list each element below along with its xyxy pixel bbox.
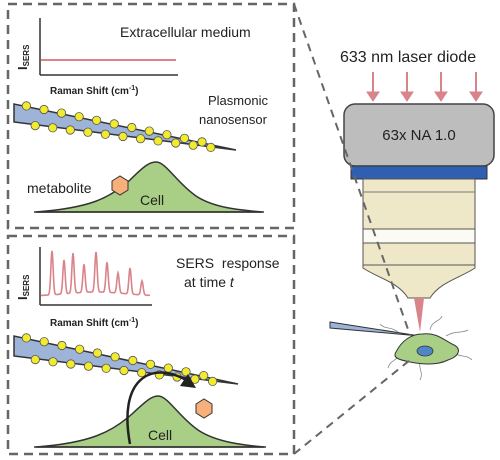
top-nanoparticle	[179, 133, 190, 143]
top-nanoparticle	[21, 101, 32, 111]
bottom-metabolite-hexagon	[195, 398, 213, 419]
top-nanoparticle	[30, 121, 40, 131]
at-time-label: at time t	[184, 274, 235, 290]
bottom-nanoparticle	[199, 370, 209, 381]
top-nanoparticle	[136, 134, 146, 144]
objective-label: 63x NA 1.0	[382, 127, 455, 144]
bottom-nanoparticle	[66, 359, 76, 369]
top-cell	[35, 161, 263, 213]
bottom-nanoparticle	[128, 355, 138, 366]
sample-nanosensor	[329, 321, 421, 337]
bottom-nanoparticle	[145, 359, 156, 369]
bottom-spectrum-axes	[39, 247, 152, 306]
bottom-nanoparticle	[163, 363, 173, 373]
top-nanoparticle	[48, 123, 58, 133]
bottom-nanoparticle	[101, 363, 111, 373]
zoom-line-bottom	[293, 359, 411, 455]
nanosensor-label: nanosensor	[199, 112, 268, 127]
top-nanoparticle	[92, 115, 102, 125]
metabolite-release-arrow	[126, 371, 187, 445]
laser-focus-beam	[414, 298, 424, 332]
bottom-nanoparticle	[39, 337, 49, 347]
top-nanoparticle	[39, 104, 49, 115]
top-x-axis-label: Raman Shift (cm-1)	[50, 85, 138, 97]
bottom-nanoparticle	[83, 361, 94, 371]
bottom-nanoparticle	[30, 354, 40, 365]
bottom-nanoparticle	[57, 340, 67, 351]
bottom-nanoparticle	[137, 368, 147, 378]
sers-response-label: SERS response	[176, 255, 280, 271]
top-nanoparticle	[83, 127, 93, 137]
bottom-nanoparticle	[21, 333, 32, 343]
top-nanoparticle	[162, 130, 172, 140]
metabolite-label: metabolite	[27, 180, 92, 196]
bottom-panel-frame	[6, 234, 296, 456]
bottom-nanoparticle	[119, 365, 129, 376]
top-nanoparticle	[206, 142, 216, 152]
top-metabolite-hexagon	[111, 175, 129, 196]
top-nanoparticle	[171, 138, 181, 148]
top-nanoparticle	[153, 136, 163, 146]
objective-barrel-upper	[362, 178, 476, 230]
bottom-cell	[35, 395, 265, 448]
sample-cell-nucleus	[416, 345, 434, 357]
top-nanoparticle	[65, 125, 75, 135]
top-cell-label: Cell	[140, 192, 164, 208]
extracellular-medium-label: Extracellular medium	[120, 24, 251, 40]
bottom-nanoparticle	[208, 376, 218, 386]
bottom-x-axis-label: Raman Shift (cm-1)	[50, 317, 138, 329]
bottom-nanoparticles	[21, 333, 218, 386]
bottom-cell-label: Cell	[148, 427, 172, 443]
top-nanoparticle	[118, 131, 128, 142]
sample-fibers	[379, 315, 473, 381]
objective-nose-cone	[362, 264, 476, 299]
bottom-nanoparticle	[181, 367, 191, 377]
top-spectrum-axes	[39, 18, 178, 76]
bottom-sers-spectrum	[41, 250, 151, 297]
objective-blue-band	[350, 165, 488, 180]
laser-diode-label: 633 nm laser diode	[340, 49, 476, 66]
top-nanoparticle	[109, 119, 119, 129]
bottom-nanoparticle	[48, 357, 58, 367]
top-nanoparticle	[74, 112, 84, 122]
top-nanoparticle	[100, 129, 111, 139]
barrel-white-ring	[362, 228, 476, 244]
top-nanoparticle	[56, 108, 67, 118]
bottom-y-axis-label: ISERS	[15, 274, 31, 300]
top-nanoparticle	[127, 122, 137, 133]
top-nanoparticle	[188, 140, 198, 150]
bottom-nanoparticle	[110, 352, 120, 362]
top-y-axis-label: ISERS	[15, 44, 31, 70]
top-nanoparticle	[144, 126, 154, 136]
laser-arrows	[366, 72, 483, 102]
plasmonic-label: Plasmonic	[208, 93, 268, 108]
metabolite-release-arrowhead	[180, 374, 196, 388]
top-nanoparticles	[21, 101, 216, 152]
top-panel-frame	[6, 2, 296, 230]
zoom-line-top	[293, 3, 411, 336]
bottom-nanoparticle	[92, 348, 103, 358]
bottom-nanoparticle	[75, 344, 85, 354]
top-nanoparticle	[197, 137, 207, 147]
